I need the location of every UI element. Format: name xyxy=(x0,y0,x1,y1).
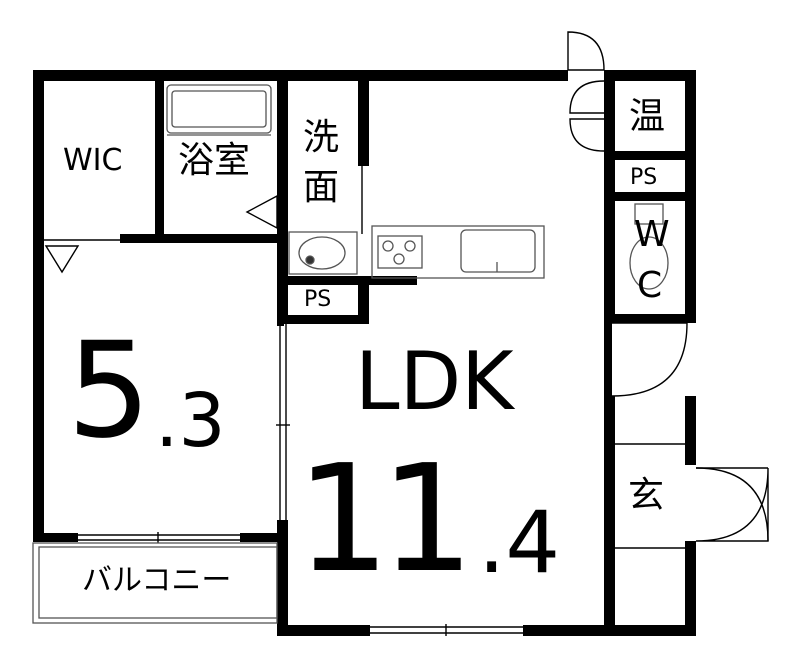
washroom-label-2: 面 xyxy=(303,167,340,208)
door-heater-lower xyxy=(569,118,605,152)
water-heater-label: 温 xyxy=(629,96,666,137)
wall-heater-bottom xyxy=(604,151,696,160)
interior-walls xyxy=(33,70,696,636)
balcony-inner xyxy=(38,546,278,619)
wall-ps-bottom xyxy=(277,315,369,324)
wall-bedroom-bottom xyxy=(33,533,78,542)
stove-burner-2 xyxy=(404,240,416,252)
wc-label-w: W xyxy=(634,214,670,255)
washroom-label-1: 洗 xyxy=(303,117,340,158)
wall-bedroom-top-left xyxy=(33,234,43,243)
bathtub xyxy=(166,84,272,134)
wall-bedroom-right-lower xyxy=(277,520,288,636)
doors xyxy=(44,31,769,542)
wall-washroom-right xyxy=(358,70,369,166)
balcony xyxy=(32,542,278,624)
wic-label: WIC xyxy=(63,143,123,178)
ps-upper-label: PS xyxy=(630,165,658,190)
wall-entrance-right xyxy=(685,396,696,465)
wall-ps-left xyxy=(277,278,288,324)
door-bedroom-closet xyxy=(44,245,80,274)
wall-bedroom-top xyxy=(120,234,285,243)
wall-top-right xyxy=(604,70,696,81)
washbasin-counter xyxy=(288,231,358,275)
washbasin-drain xyxy=(305,255,315,265)
door-entrance-inner xyxy=(611,322,688,397)
entrance-label: 玄 xyxy=(628,475,665,516)
wall-bedroom-bottom-right xyxy=(240,533,285,542)
wall-ps-right xyxy=(358,276,369,324)
balcony-label: バルコニー xyxy=(82,563,232,598)
ldk-label: LDK xyxy=(355,335,514,428)
ldk-size-int: 11 xyxy=(296,433,474,605)
toilet-bowl xyxy=(629,236,669,290)
door-entrance-outer xyxy=(695,467,769,542)
wall-ps-right-bottom xyxy=(604,192,696,201)
door-heater-upper xyxy=(569,80,605,114)
wall-entrance-bottom xyxy=(604,625,696,636)
bath-label: 浴室 xyxy=(178,140,251,181)
wall-entrance-left xyxy=(604,70,615,636)
wall-bottom-ldk-right xyxy=(523,625,613,636)
wall-entrance-right-lower xyxy=(685,541,696,636)
wall-ps-top xyxy=(277,276,417,285)
stove-burner-1 xyxy=(382,240,394,252)
ps-lower-label: PS xyxy=(304,287,332,312)
bedroom-size-int: 5 xyxy=(67,314,151,468)
ldk-size-dec: .4 xyxy=(478,493,561,593)
wall-top-left xyxy=(33,70,568,81)
toilet-tank xyxy=(634,203,664,225)
kitchen-sink xyxy=(460,229,536,273)
door-entrance-outer-arc xyxy=(695,467,769,542)
kitchen-counter xyxy=(371,225,545,279)
door-top-upper xyxy=(567,31,605,71)
wall-washroom-left xyxy=(277,70,288,280)
stove xyxy=(377,235,423,269)
door-bath xyxy=(245,194,278,230)
bedroom-size-dec: .3 xyxy=(155,378,226,464)
wall-wc-bottom xyxy=(604,314,696,323)
wall-wic-right xyxy=(155,70,164,242)
bathtub-inner xyxy=(171,90,267,128)
wc-label-c: C xyxy=(637,265,663,306)
washbasin xyxy=(298,236,346,270)
stove-burner-3 xyxy=(393,253,405,265)
wall-left xyxy=(33,70,44,542)
fixtures xyxy=(166,84,669,290)
wall-bottom-ldk-left xyxy=(277,625,370,636)
